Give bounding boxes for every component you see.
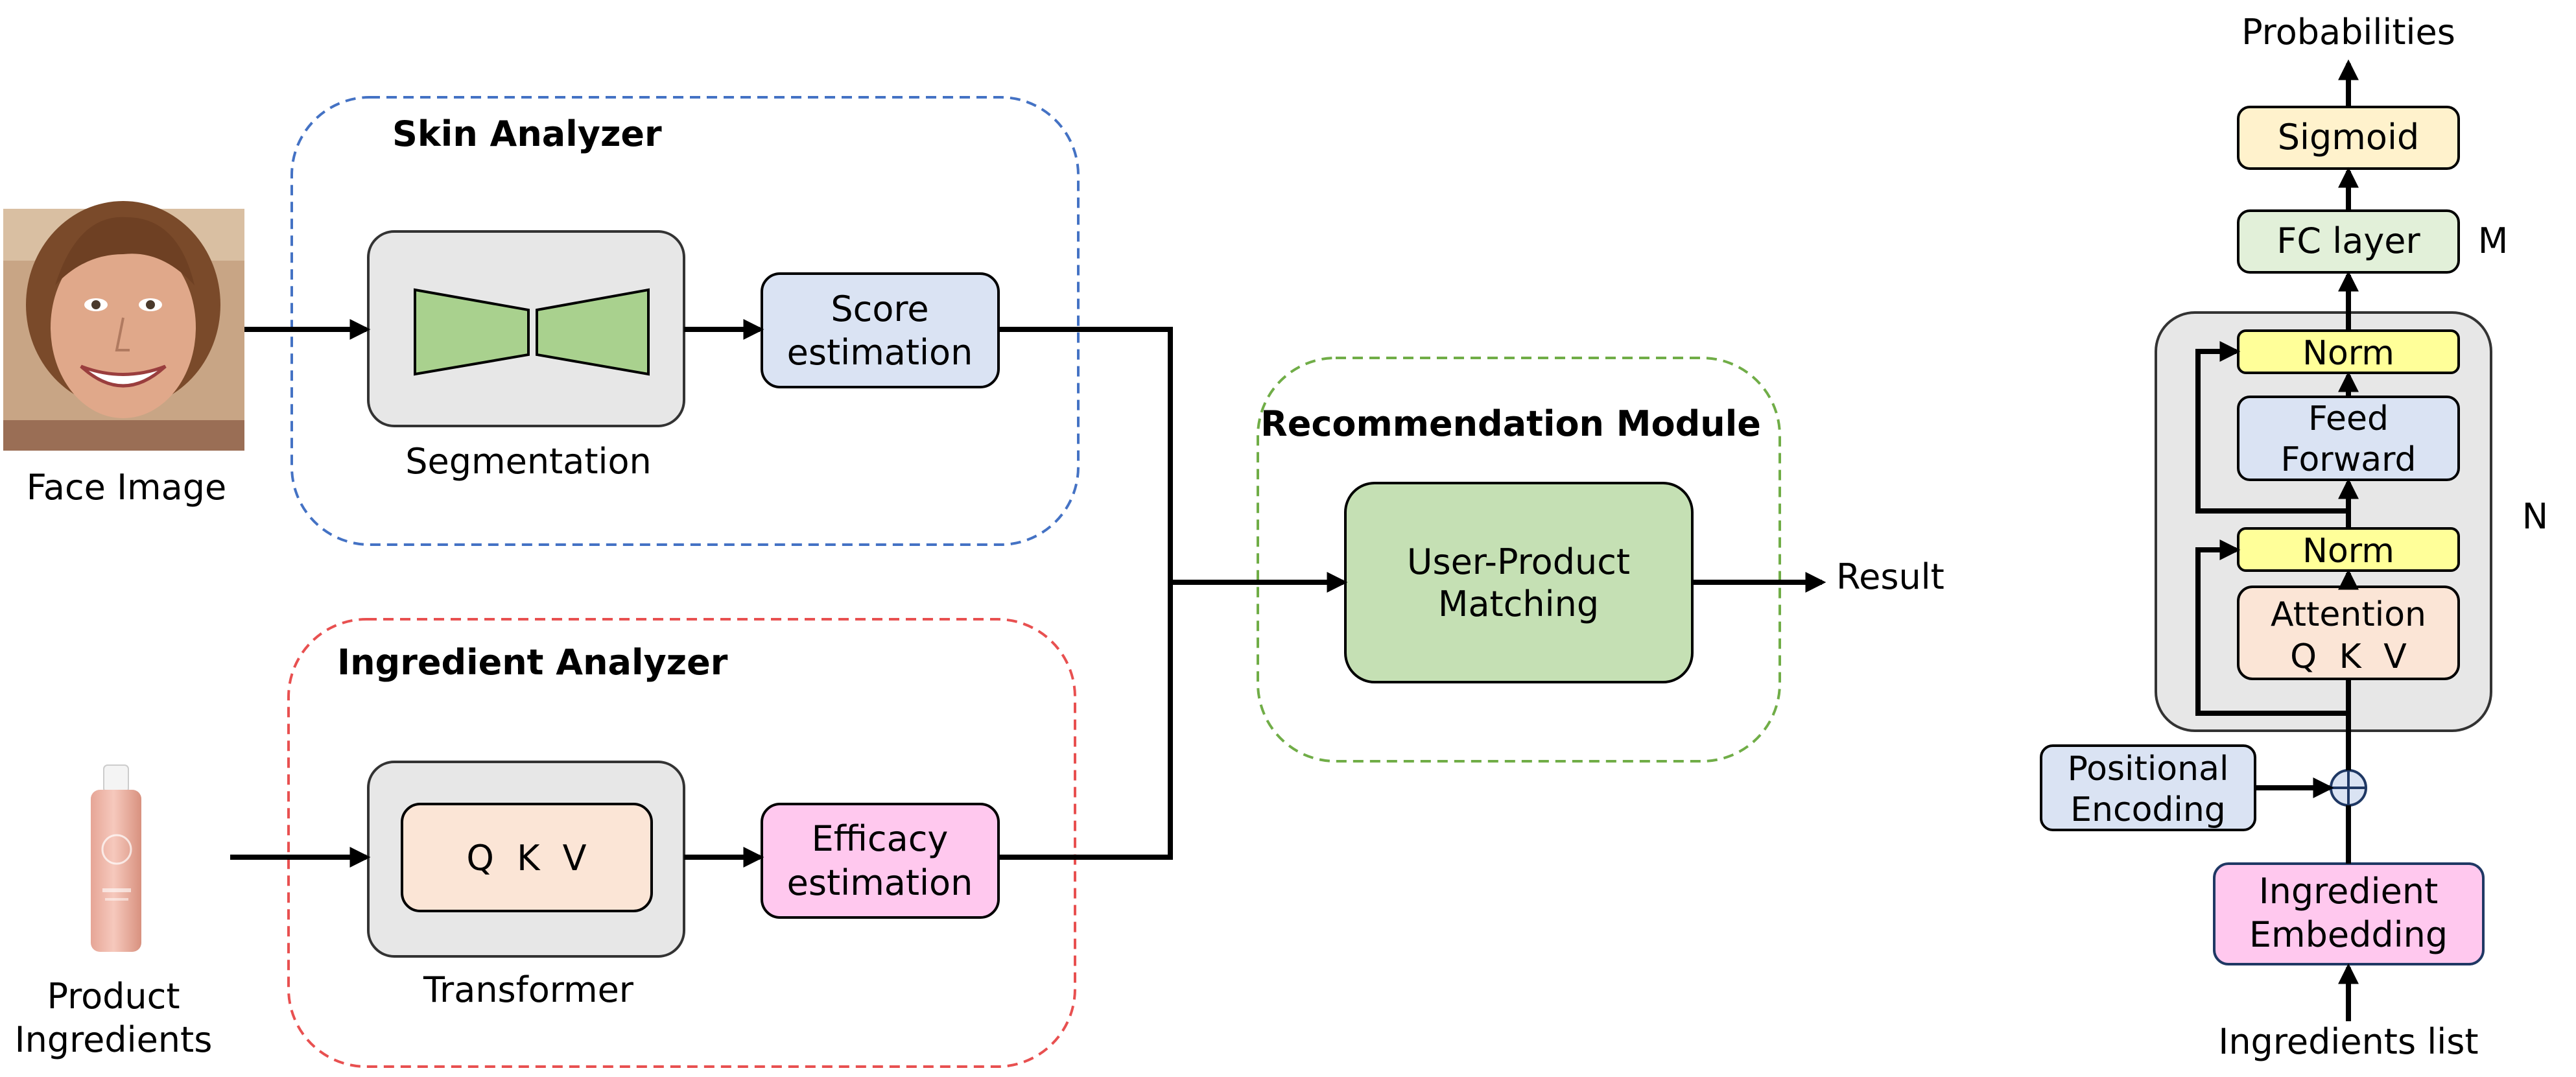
decoder-shape xyxy=(536,288,650,376)
skin-analyzer-title: Skin Analyzer xyxy=(392,113,662,154)
fc-layer-label: FC layer xyxy=(2276,220,2420,261)
qkv-label: Q K V xyxy=(466,838,586,879)
attention-line1: Attention xyxy=(2271,595,2426,634)
positional-encoding-line2: Encoding xyxy=(2070,790,2226,829)
add-operator-icon xyxy=(2330,769,2367,807)
norm-bottom-label: Norm xyxy=(2302,532,2394,571)
ingredient-analyzer-group xyxy=(287,618,1076,1068)
encoder-shape xyxy=(414,288,530,376)
score-estimation-line1: Score xyxy=(831,289,928,329)
user-product-matching-line2: Matching xyxy=(1438,584,1599,624)
recommendation-module-group xyxy=(1257,357,1781,763)
attention-line2: Q K V xyxy=(2290,637,2407,676)
n-label: N xyxy=(2522,496,2548,537)
efficacy-estimation-line2: estimation xyxy=(787,862,973,903)
transformer-connectors xyxy=(2195,59,2359,1021)
ingredient-embedding-line1: Ingredient xyxy=(2259,871,2439,912)
user-product-matching-box xyxy=(1344,482,1694,683)
transformer-label: Transformer xyxy=(423,969,634,1010)
norm-top-label: Norm xyxy=(2302,334,2394,373)
face-image xyxy=(3,201,244,451)
score-estimation-line2: estimation xyxy=(787,332,973,373)
user-product-matching-line1: User-Product xyxy=(1407,541,1630,582)
efficacy-estimation-line1: Efficacy xyxy=(812,818,949,859)
feed-forward-line2: Forward xyxy=(2280,440,2416,479)
sigmoid-label: Sigmoid xyxy=(2278,117,2419,158)
segmentation-label: Segmentation xyxy=(405,441,652,482)
product-bottle-image xyxy=(91,764,141,952)
qkv-box xyxy=(401,803,653,912)
recommendation-module-title: Recommendation Module xyxy=(1260,403,1761,444)
product-label-line1: Product xyxy=(47,976,180,1017)
residual-feedforward xyxy=(2195,341,2348,514)
skin-analyzer-group xyxy=(290,96,1080,546)
face-image-label: Face Image xyxy=(27,467,226,508)
residual-attention xyxy=(2195,539,2348,716)
result-label: Result xyxy=(1836,556,1944,597)
positional-encoding-line1: Positional xyxy=(2068,750,2229,788)
m-label: M xyxy=(2478,220,2509,261)
ingredients-list-label: Ingredients list xyxy=(2218,1021,2478,1062)
product-label-line2: Ingredients xyxy=(15,1019,213,1060)
pipeline-connectors xyxy=(230,319,1826,868)
line-score-to-join xyxy=(998,327,1173,860)
feed-forward-line1: Feed xyxy=(2308,399,2389,438)
ingredient-analyzer-title: Ingredient Analyzer xyxy=(337,642,728,683)
probabilities-label: Probabilities xyxy=(2241,12,2455,53)
ingredient-embedding-line2: Embedding xyxy=(2249,914,2448,955)
